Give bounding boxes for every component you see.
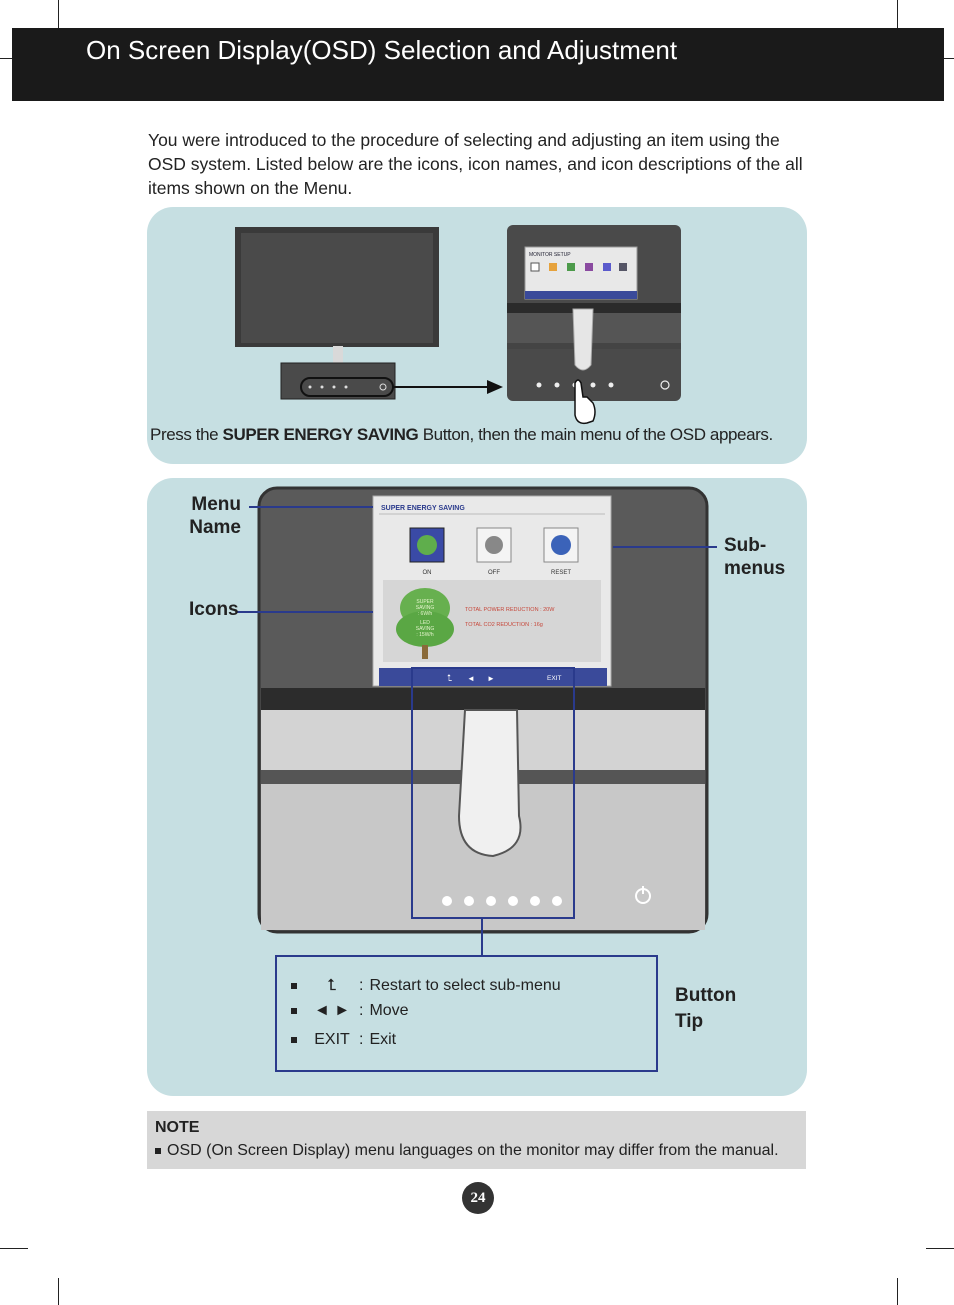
svg-text:: 6W/h: : 6W/h	[418, 611, 433, 617]
intro-paragraph: You were introduced to the procedure of …	[148, 130, 803, 198]
osd-activation-panel: MONITOR SETUP Press the SUPER ENERGY SAV…	[147, 207, 807, 464]
svg-text:MONITOR SETUP: MONITOR SETUP	[529, 252, 571, 258]
restart-icon: ⮤	[327, 977, 337, 994]
crop-mark	[897, 0, 898, 28]
tip-row-move: ◄ ►:Move	[291, 1002, 409, 1020]
left-right-arrows-icon: ◄ ►	[313, 1002, 351, 1019]
finger-icon	[574, 379, 596, 425]
svg-text:⮤: ⮤	[447, 673, 452, 683]
svg-text:◄: ◄	[467, 674, 475, 683]
tip-row-restart: ⮤:Restart to select sub-menu	[291, 977, 561, 995]
osd-illustration: SUPER ENERGY SAVING ON OFF RESET SUPER S…	[237, 486, 717, 955]
svg-text:: 15W/h: : 15W/h	[416, 632, 433, 638]
osd-menu-panel: SUPER ENERGY SAVING ON OFF RESET SUPER S…	[147, 478, 807, 1096]
tree-bottom	[396, 611, 454, 647]
crop-mark	[0, 1248, 28, 1249]
option-off: OFF	[488, 570, 500, 576]
crop-mark	[58, 1278, 59, 1305]
svg-text:SAVING: SAVING	[416, 626, 435, 632]
osd-button-bar	[379, 668, 607, 686]
crop-mark	[0, 58, 12, 59]
svg-text:SAVING: SAVING	[416, 605, 435, 611]
stand-neck	[457, 709, 522, 858]
monitor-button	[442, 896, 452, 906]
monitor-button	[530, 896, 540, 906]
osd-title: SUPER ENERGY SAVING	[381, 505, 465, 512]
monitor-button	[508, 896, 518, 906]
stat-power: TOTAL POWER REDUCTION : 20W	[465, 607, 555, 613]
monitor-button	[464, 896, 474, 906]
header-bar	[12, 28, 944, 101]
page-title: On Screen Display(OSD) Selection and Adj…	[86, 35, 678, 65]
callout-button-area	[411, 667, 575, 919]
arrow-head	[487, 380, 503, 394]
svg-text:►: ►	[487, 674, 495, 683]
monitor-screen	[241, 233, 433, 343]
svg-text:EXIT: EXIT	[547, 675, 561, 682]
label-sub-menus: Sub- menus	[724, 535, 786, 579]
crop-mark	[897, 1278, 898, 1305]
page-number: 24	[462, 1182, 494, 1214]
zoomed-neck	[572, 308, 594, 371]
label-menu-name: Menu Name	[189, 494, 241, 538]
note-text: OSD (On Screen Display) menu languages o…	[155, 1142, 779, 1160]
tip-row-exit: EXIT:Exit	[291, 1031, 396, 1049]
note-box: NOTE OSD (On Screen Display) menu langua…	[147, 1111, 806, 1169]
crop-mark	[944, 58, 954, 59]
label-icons: Icons	[189, 599, 239, 620]
label-button-tip: Button Tip	[675, 985, 737, 1032]
svg-text:LED: LED	[420, 620, 430, 626]
option-on: ON	[423, 570, 432, 576]
monitor-button	[552, 896, 562, 906]
monitor-illustration: MONITOR SETUP	[235, 225, 681, 425]
svg-text:SUPER: SUPER	[416, 599, 434, 605]
note-title: NOTE	[155, 1119, 200, 1136]
monitor-button	[486, 896, 496, 906]
button-tip-box: ⮤:Restart to select sub-menu ◄ ►:Move EX…	[275, 955, 658, 1072]
option-reset: RESET	[551, 570, 571, 576]
monitor-base	[281, 363, 395, 399]
monitor-neck	[333, 346, 343, 363]
exit-label: EXIT	[314, 1031, 350, 1048]
stat-co2: TOTAL CO2 REDUCTION : 16g	[465, 622, 543, 628]
panel1-caption: Press the SUPER ENERGY SAVING Button, th…	[150, 425, 773, 444]
crop-mark	[58, 0, 59, 28]
crop-mark	[926, 1248, 954, 1249]
